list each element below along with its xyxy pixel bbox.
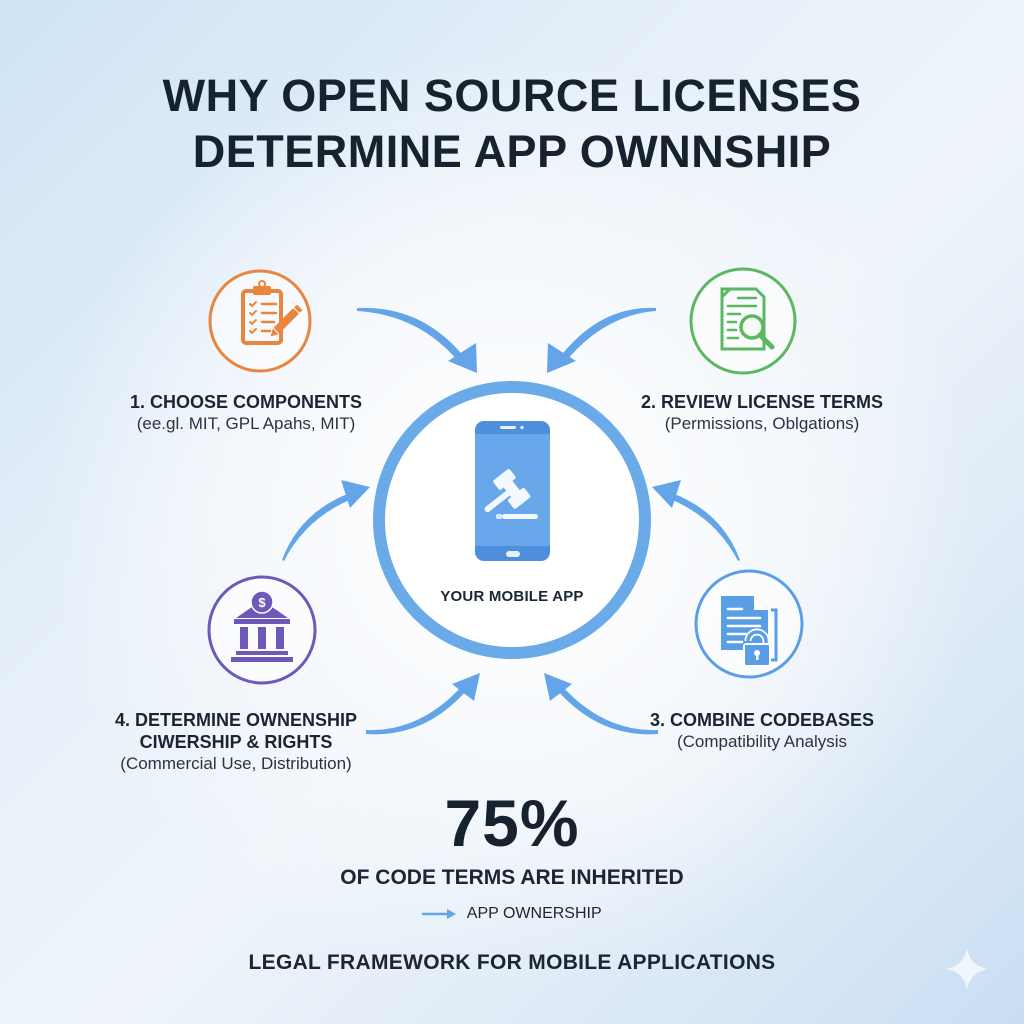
step-1-heading: 1. CHOOSE COMPONENTS [129,392,363,412]
title-line-2: DETERMINE APP OWNNSHIP [192,126,832,177]
arrow-step4-bottom-to-center [366,673,480,735]
bank-dollar-icon: $ [231,590,293,662]
svg-text:$: $ [258,595,266,610]
step-3-subtext: (Compatibility Analysis [676,732,848,751]
step-4-heading: 4. DETERMINE OWNENSHIP [114,710,358,730]
stat-arrow-target: APP OWNERSHIP [466,905,602,922]
step-3-label: 3. COMBINE CODEBASES (Compatibility Anal… [612,709,912,753]
step-3-heading: 3. COMBINE CODEBASES [649,710,875,730]
page-title: WHY OPEN SOURCE LICENSES DETERMINE APP O… [0,68,1024,180]
clipboard-checklist-pencil-icon [241,280,302,345]
stat-description: OF CODE TERMS ARE INHERITED [340,866,684,889]
document-magnifier-icon [720,287,775,351]
step-4-label: 4. DETERMINE OWNENSHIP CIWERSHIP & RIGHT… [86,709,386,775]
document-lock-icon [721,596,778,667]
step-1-label: 1. CHOOSE COMPONENTS (ee.gl. MIT, GPL Ap… [96,391,396,435]
stat-arrow-row: APP OWNERSHIP [0,905,1024,923]
step-4-subtext: (Commercial Use, Distribution) [120,754,352,773]
step-2-subtext: (Permissions, Oblgations) [664,414,860,433]
step-2-label: 2. REVIEW LICENSE TERMS (Permissions, Ob… [612,391,912,435]
center-app-label: YOUR MOBILE APP [440,588,584,605]
title-line-1: WHY OPEN SOURCE LICENSES [162,70,862,121]
sparkle-icon [946,948,988,990]
smartphone-gavel-icon [475,421,550,561]
arrow-step3-bottom-to-center [544,673,658,735]
step-1-icon-ring [208,269,312,373]
stat-value: 75% [444,786,580,860]
step-1-subtext: (ee.gl. MIT, GPL Apahs, MIT) [136,414,356,433]
arrow-step2-to-center [547,307,656,373]
flow-arrows [282,307,740,735]
step-2-heading: 2. REVIEW LICENSE TERMS [640,392,884,412]
arrow-step4-to-center [282,480,370,561]
right-arrow-icon [422,909,457,919]
footer-caption: LEGAL FRAMEWORK FOR MOBILE APPLICATIONS [248,951,776,974]
arrow-step3-to-center [652,480,740,561]
step-4-heading-line2: CIWERSHIP & RIGHTS [139,732,333,752]
arrow-step1-to-center [357,307,477,373]
